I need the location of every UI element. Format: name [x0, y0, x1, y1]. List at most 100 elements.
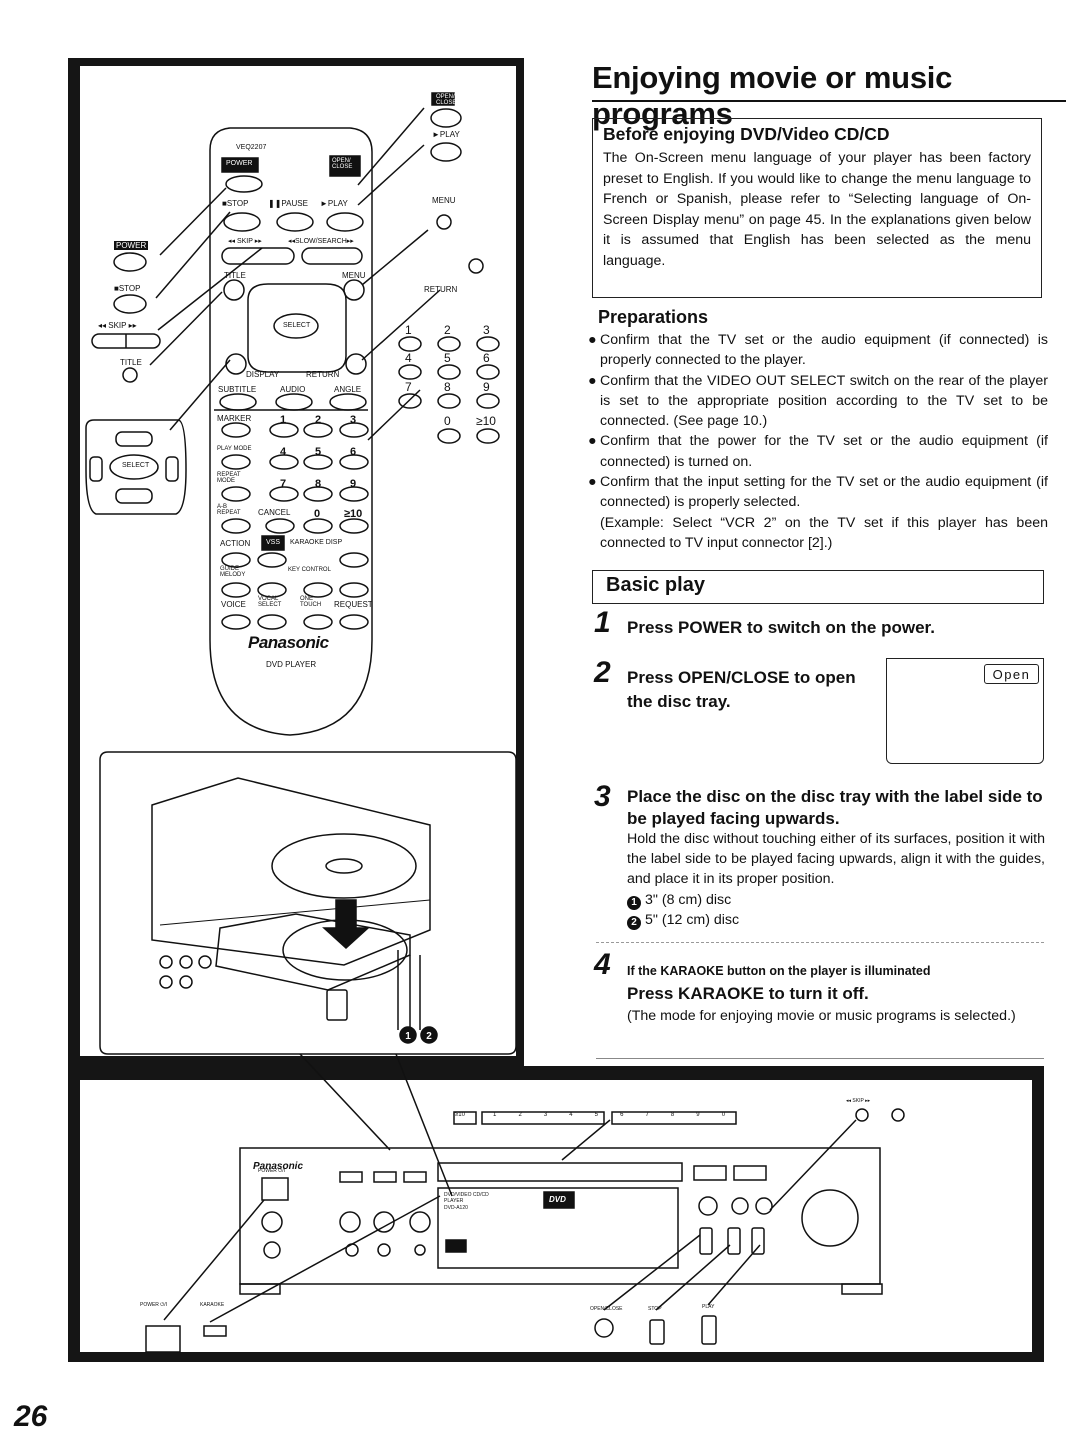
step-1-text: Press POWER to switch on the power. — [627, 618, 935, 637]
callout-digit-1: 1 — [405, 323, 412, 337]
remote-stop-label: ■STOP — [222, 199, 249, 208]
remote-request-label: REQUEST — [334, 600, 373, 609]
before-enjoying-text: The On-Screen menu language of your play… — [603, 150, 1031, 269]
open-display-indicator: Open — [984, 664, 1039, 684]
remote-ab-repeat-label: A-B REPEAT — [217, 504, 241, 516]
remote-digit-2: 2 — [315, 414, 322, 426]
preparation-item-text: Confirm that the TV set or the audio equ… — [600, 332, 1048, 369]
disc-marker-1: 1 — [627, 896, 641, 910]
section-end-rule — [596, 1058, 1044, 1059]
step-4-text: Press KARAOKE to turn it off. — [627, 984, 869, 1003]
remote-audio-label: AUDIO — [280, 385, 306, 394]
step-divider — [596, 942, 1044, 943]
remote-one-touch-label: ONE TOUCH — [300, 596, 322, 608]
digit-key-5: 5 — [594, 1112, 598, 1118]
digit-key-1: 1 — [493, 1112, 497, 1118]
step-4-condition: If the KARAOKE button on the player is i… — [627, 964, 931, 978]
remote-digit-5: 5 — [315, 446, 322, 458]
remote-cancel-label: CANCEL — [258, 508, 291, 517]
callout-line-play — [357, 144, 425, 206]
preparation-example: (Example: Select “VCR 2” on the TV set i… — [600, 514, 1048, 551]
basic-play-box — [592, 570, 1044, 604]
disc-mark-2: 2 — [426, 1031, 432, 1042]
remote-digit-8: 8 — [315, 478, 322, 490]
step-2-number: 2 — [594, 656, 611, 689]
remote-guide-melody-label: GUIDE MELODY — [220, 566, 246, 578]
remote-vss-label: VSS — [266, 539, 281, 546]
digit-key-0: 0 — [721, 1112, 726, 1118]
remote-voice-label: VOICE — [221, 600, 246, 609]
callout-power-label: POWER — [114, 241, 149, 250]
remote-brand-logo: Panasonic — [248, 633, 329, 652]
preparation-item: ●Confirm that the VIDEO OUT SELECT switc… — [588, 372, 1048, 430]
callout-digit-5: 5 — [444, 351, 451, 365]
dvd-logo — [543, 1191, 575, 1209]
remote-open-close-label: OPEN/ CLOSE — [332, 158, 353, 170]
callout-stop-player-label: STOP — [648, 1306, 662, 1312]
power-callout — [145, 1325, 181, 1353]
remote-digit-1: 1 — [280, 414, 287, 426]
remote-digit-4: 4 — [280, 446, 287, 458]
remote-action-label: ACTION — [220, 539, 251, 548]
remote-menu-label: MENU — [342, 271, 366, 280]
callout-line-menu — [361, 229, 429, 286]
remote-repeat-mode-label: REPEAT MODE — [217, 472, 241, 484]
callout-digit-6: 6 — [483, 351, 490, 365]
callout-digit-2: 2 — [444, 323, 451, 337]
callout-open-close-player-label: OPEN/CLOSE — [590, 1306, 623, 1312]
callout-digit-3: 3 — [483, 323, 490, 337]
remote-play-mode-label: PLAY MODE — [217, 446, 252, 452]
callout-karaoke-label: KARAOKE — [200, 1302, 225, 1308]
callout-line-select — [169, 359, 231, 431]
remote-product-label: DVD PLAYER — [266, 660, 317, 669]
player-disc-type-label: DVD/VIDEO CD/CD PLAYER — [444, 1192, 489, 1204]
step-3-number: 3 — [594, 780, 611, 813]
player-digit-row — [437, 1162, 683, 1182]
step-3-body: Hold the disc without touching either of… — [627, 831, 1045, 888]
before-enjoying-heading: Before enjoying DVD/Video CD/CD — [603, 124, 890, 144]
before-enjoying-box: Before enjoying DVD/Video CD/CD The On-S… — [592, 118, 1042, 298]
disc-size-5in-text: 5" (12 cm) disc — [645, 912, 740, 928]
remote-digit-7: 7 — [280, 478, 287, 490]
callout-menu-label: MENU — [432, 196, 456, 205]
callout-line-open — [357, 107, 425, 186]
player-power-button — [261, 1177, 289, 1201]
callout-title-label: TITLE — [120, 358, 142, 367]
remote-digit-10plus: ≥10 — [344, 508, 363, 520]
preparation-item-text: Confirm that the VIDEO OUT SELECT switch… — [600, 372, 1048, 430]
step-4-number: 4 — [594, 948, 611, 981]
player-digit-strip: 1 2 3 4 5 6 7 8 9 0 — [482, 1112, 736, 1124]
remote-play-label: ►PLAY — [320, 199, 348, 208]
preparation-item-text: Confirm that the input setting for the T… — [600, 474, 1048, 511]
remote-karaoke-disp-label: KARAOKE DISP — [290, 539, 343, 546]
remote-subtitle-label: SUBTITLE — [218, 385, 257, 394]
tv-screen-display — [886, 658, 1044, 764]
title-rule — [592, 100, 1066, 102]
jog-dial — [801, 1189, 859, 1247]
digit-key-6: 6 — [620, 1112, 624, 1118]
callout-line-digits — [367, 389, 421, 441]
player-front-panel — [239, 1147, 881, 1285]
remote-outline — [209, 127, 373, 736]
player-power-label: POWER ⏻/I — [258, 1168, 286, 1174]
disc-size-3in-text: 3" (8 cm) disc — [645, 892, 732, 908]
remote-return-label: RETURN — [306, 370, 340, 379]
step-4-body: (The mode for enjoying movie or music pr… — [627, 1008, 1016, 1024]
remote-keypad — [221, 422, 369, 630]
callout-line-power — [159, 187, 227, 256]
callout-digit-4: 4 — [405, 351, 412, 365]
step-1-number: 1 — [594, 606, 611, 639]
remote-pause-label: ❚❚PAUSE — [268, 199, 308, 208]
disc-3in — [271, 833, 417, 899]
preparation-item: ●Confirm that the TV set or the audio eq… — [588, 332, 1048, 369]
digit-key-9: 9 — [696, 1112, 700, 1118]
callout-line-return — [361, 289, 441, 361]
remote-model-label: VEQ2207 — [236, 144, 267, 151]
page-number: 26 — [14, 1400, 48, 1433]
insert-arrow — [322, 899, 370, 950]
digit-key-2: 2 — [518, 1112, 522, 1118]
callout-stop-label: ■STOP — [114, 284, 141, 293]
remote-slow-search-label: ◂◂SLOW/SEARCH▸▸ — [288, 238, 354, 245]
